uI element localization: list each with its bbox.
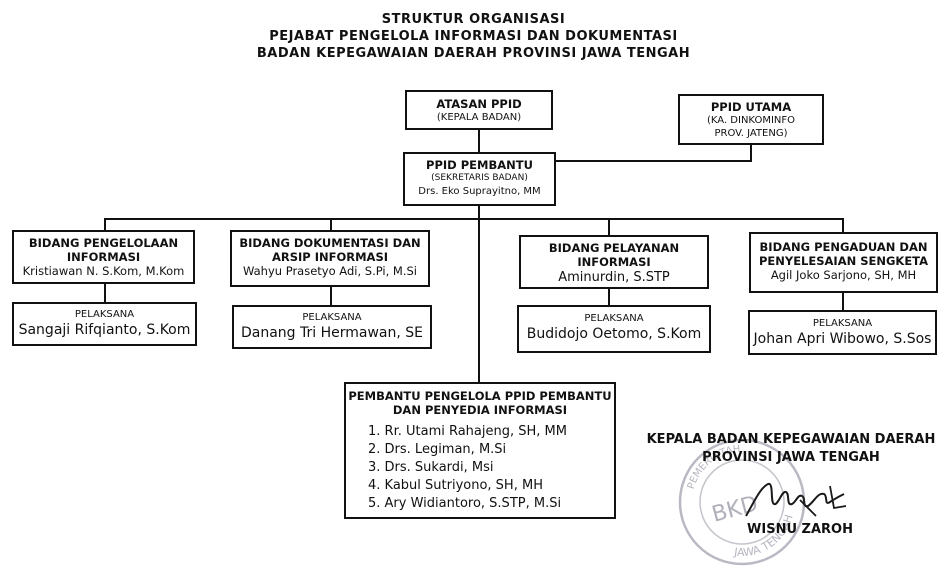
connector-horizontal-bus [104, 218, 844, 220]
ppid-pembantu-box: PPID PEMBANTU (SEKRETARIS BADAN) Drs. Ek… [403, 152, 556, 206]
pelaksana-pengelolaan-box: PELAKSANA Sangaji Rifqianto, S.Kom [12, 302, 197, 346]
atasan-ppid-subtitle: (KEPALA BADAN) [436, 112, 522, 123]
penyedia-informasi-box: PEMBANTU PENGELOLA PPID PEMBANTU DAN PEN… [344, 382, 616, 519]
ppid-utama-sub2: PROV. JATENG) [714, 128, 788, 139]
bidang-pelayanan-title1: BIDANG PELAYANAN [548, 241, 680, 255]
pelaksana-pengaduan-label: PELAKSANA [812, 318, 873, 329]
connector-bus-bidang-1 [104, 218, 106, 230]
list-item: 1. Rr. Utami Rahajeng, SH, MM [368, 424, 567, 439]
connector-bidang-pel-1 [104, 284, 106, 302]
connector-bidang-pel-2 [330, 287, 332, 305]
connector-pembantu-utama-h [556, 160, 752, 162]
atasan-ppid-box: ATASAN PPID (KEPALA BADAN) [405, 90, 553, 130]
pelaksana-pelayanan-box: PELAKSANA Budidojo Oetomo, S.Kom [517, 305, 711, 353]
signature-title-line2: PROVINSI JAWA TENGAH [702, 450, 880, 465]
pelaksana-pengelolaan-label: PELAKSANA [74, 309, 135, 320]
ppid-pembantu-subtitle: (SEKRETARIS BADAN) [431, 173, 528, 183]
ppid-pembantu-name: Drs. Eko Suprayitno, MM [418, 186, 541, 197]
connector-atasan-pembantu [478, 130, 480, 152]
pelaksana-pelayanan-label: PELAKSANA [584, 313, 644, 324]
pelaksana-pengaduan-name: Johan Apri Wibowo, S.Sos [753, 331, 932, 347]
connector-main-trunk [478, 205, 480, 382]
pelaksana-dokumentasi-box: PELAKSANA Danang Tri Hermawan, SE [232, 305, 432, 349]
connector-bus-bidang-4 [842, 218, 844, 232]
atasan-ppid-title: ATASAN PPID [436, 97, 522, 111]
handwritten-signature [745, 483, 847, 517]
bidang-pelayanan-title2: INFORMASI [577, 255, 651, 269]
penyedia-title1: PEMBANTU PENGELOLA PPID PEMBANTU [348, 389, 612, 403]
pelaksana-dokumentasi-name: Danang Tri Hermawan, SE [240, 325, 423, 341]
pelaksana-pengaduan-box: PELAKSANA Johan Apri Wibowo, S.Sos [748, 310, 937, 355]
bidang-pengaduan-title1: BIDANG PENGADUAN DAN [759, 240, 928, 254]
bidang-pengaduan-head: Agil Joko Sarjono, SH, MH [770, 268, 917, 282]
list-item: 3. Drs. Sukardi, Msi [368, 460, 494, 475]
connector-pembantu-utama-v [750, 145, 752, 162]
penyedia-member-list: 1. Rr. Utami Rahajeng, SH, MM 2. Drs. Le… [368, 423, 614, 513]
list-item: 5. Ary Widiantoro, S.STP, M.Si [368, 496, 562, 511]
chart-title-line1: STRUKTUR ORGANISASI [381, 12, 566, 27]
signature-title-line1: KEPALA BADAN KEPEGAWAIAN DAERAH [646, 432, 936, 447]
pelaksana-pelayanan-name: Budidojo Oetomo, S.Kom [526, 326, 702, 342]
penyedia-title2: DAN PENYEDIA INFORMASI [392, 403, 568, 417]
ppid-utama-box: PPID UTAMA (KA. DINKOMINFO PROV. JATENG) [678, 94, 824, 145]
bidang-dokumentasi-title2: ARSIP INFORMASI [271, 250, 389, 264]
bidang-pengaduan-title2: PENYELESAIAN SENGKETA [758, 254, 929, 268]
bidang-dokumentasi-title1: BIDANG DOKUMENTASI DAN [239, 236, 421, 250]
bidang-dokumentasi-box: BIDANG DOKUMENTASI DAN ARSIP INFORMASI W… [230, 230, 430, 287]
bidang-pengelolaan-title1: BIDANG PENGELOLAAN [28, 236, 179, 250]
list-item: 4. Kabul Sutriyono, SH, MH [368, 478, 543, 493]
pelaksana-dokumentasi-label: PELAKSANA [302, 312, 362, 323]
bidang-dokumentasi-head: Wahyu Prasetyo Adi, S.Pi, M.Si [243, 264, 417, 278]
ppid-pembantu-title: PPID PEMBANTU [426, 158, 533, 172]
connector-bidang-pel-3 [608, 289, 610, 305]
connector-bus-bidang-2 [330, 218, 332, 230]
ppid-utama-sub1: (KA. DINKOMINFO [707, 115, 795, 126]
signatory-name: WISNU ZAROH [747, 522, 853, 537]
connector-bus-bidang-3 [608, 218, 610, 235]
official-stamp: PEMERINTAH JAWA TENGAH BKD [678, 438, 806, 566]
chart-title-line2: PEJABAT PENGELOLA INFORMASI DAN DOKUMENT… [269, 29, 678, 44]
pelaksana-pengelolaan-name: Sangaji Rifqianto, S.Kom [18, 322, 191, 338]
chart-title-line3: BADAN KEPEGAWAIAN DAERAH PROVINSI JAWA T… [256, 46, 691, 61]
ppid-utama-title: PPID UTAMA [710, 100, 792, 114]
bidang-pelayanan-box: BIDANG PELAYANAN INFORMASI Aminurdin, S.… [519, 235, 709, 289]
bidang-pengelolaan-title2: INFORMASI [66, 250, 141, 264]
bidang-pengaduan-box: BIDANG PENGADUAN DAN PENYELESAIAN SENGKE… [749, 232, 938, 293]
bidang-pelayanan-head: Aminurdin, S.STP [558, 270, 670, 285]
bidang-pengelolaan-box: BIDANG PENGELOLAAN INFORMASI Kristiawan … [12, 230, 195, 284]
list-item: 2. Drs. Legiman, M.Si [368, 442, 507, 457]
connector-bidang-pel-4 [842, 293, 844, 310]
bidang-pengelolaan-head: Kristiawan N. S.Kom, M.Kom [22, 264, 185, 278]
